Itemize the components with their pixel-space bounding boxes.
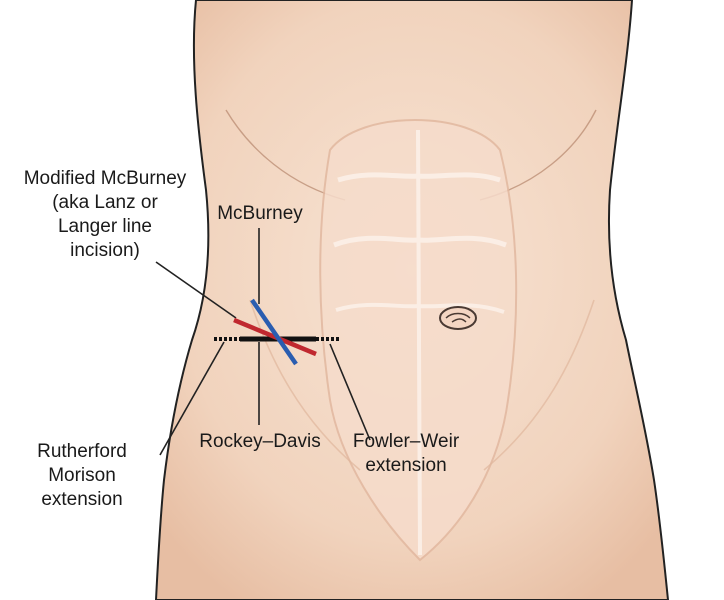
label-fowler-weir: Fowler–Weir extension xyxy=(344,430,468,478)
label-modified-mcburney: Modified McBurney (aka Lanz or Langer li… xyxy=(10,167,200,263)
umbilicus xyxy=(440,307,476,329)
label-rockey-davis: Rockey–Davis xyxy=(188,430,332,454)
label-mcburney: McBurney xyxy=(210,202,310,226)
linea-alba xyxy=(418,130,420,555)
label-rutherford-morison: Rutherford Morison extension xyxy=(16,440,148,512)
